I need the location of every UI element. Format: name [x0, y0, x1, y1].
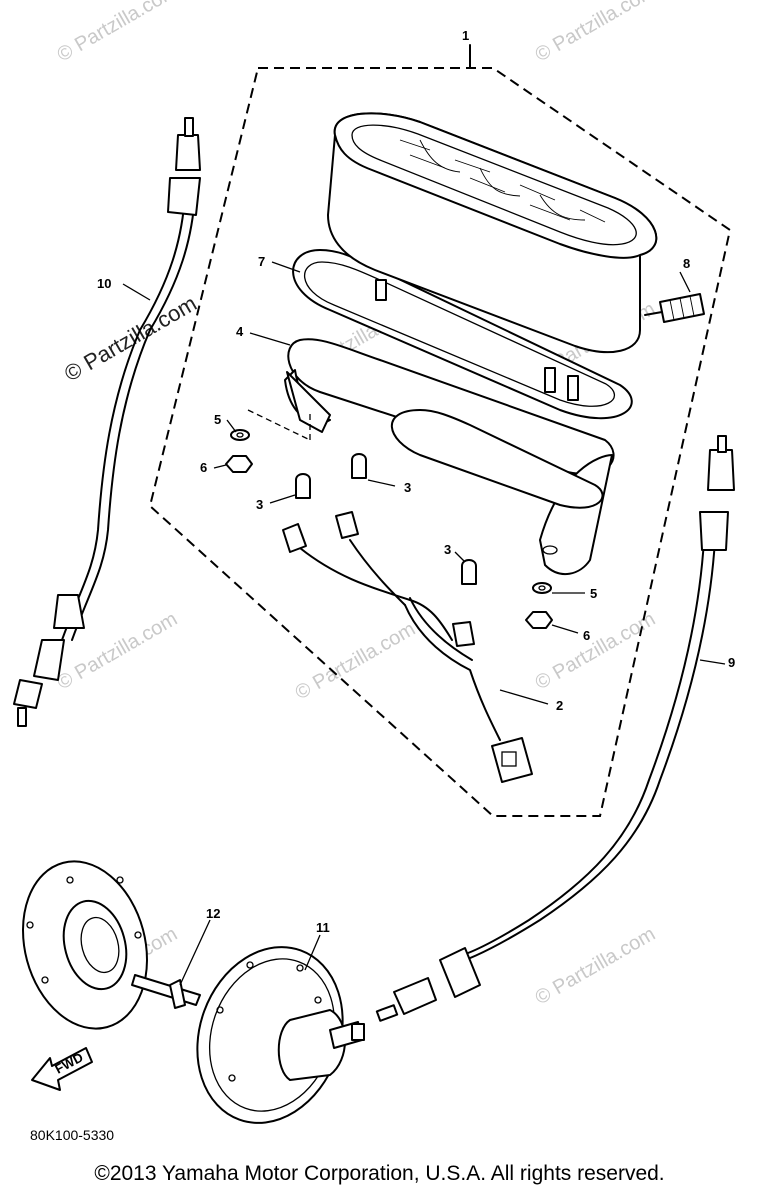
watermark: © Partzilla.com: [532, 923, 660, 1009]
diagram-code: 80K100-5330: [30, 1127, 114, 1143]
leader-lines: [122, 261, 726, 986]
callout-label: 2: [556, 698, 563, 713]
callout-label: 4: [236, 324, 244, 339]
callout-label: 11: [316, 920, 330, 935]
callout-label: 3: [404, 480, 411, 495]
fwd-arrow: FWD: [31, 1047, 93, 1091]
callout-label: 9: [728, 655, 735, 670]
wire-harness: [282, 511, 533, 783]
copyright-notice: ©2013 Yamaha Motor Corporation, U.S.A. A…: [94, 1162, 665, 1185]
nut: [225, 455, 253, 473]
bulb: [295, 473, 311, 499]
hub-plate: [22, 860, 148, 1030]
callout-label: 5: [590, 586, 597, 601]
callout-label: 3: [256, 497, 263, 512]
drive-pin: [131, 974, 201, 1009]
washer: [230, 429, 250, 441]
bulb: [461, 559, 477, 585]
callout-label: 8: [683, 256, 690, 271]
nut: [525, 611, 553, 629]
meter-bracket: [284, 338, 615, 575]
meter-housing: [327, 112, 705, 401]
callout-label: 5: [214, 412, 221, 427]
bulb: [351, 453, 367, 479]
callout-label: 12: [206, 906, 220, 921]
callout-label: 7: [258, 254, 265, 269]
cable-left: [13, 117, 201, 727]
watermark: © Partzilla.com: [54, 0, 182, 66]
cable-right: [375, 435, 735, 1022]
callout-layer: 1 2 3 3 3 4 5 5 6 6 7 8 9 10 11 12: [97, 28, 735, 935]
callout-label: 6: [583, 628, 590, 643]
callout-label: 10: [97, 276, 111, 291]
callout-label: 1: [462, 28, 469, 43]
assembly-boundary: [148, 67, 732, 817]
washer: [532, 582, 552, 594]
gear-housing: [196, 946, 365, 1124]
callout-label: 6: [200, 460, 207, 475]
callout-label: 3: [444, 542, 451, 557]
watermark-main: © Partzilla.com: [60, 291, 201, 387]
watermark: © Partzilla.com: [532, 0, 660, 66]
